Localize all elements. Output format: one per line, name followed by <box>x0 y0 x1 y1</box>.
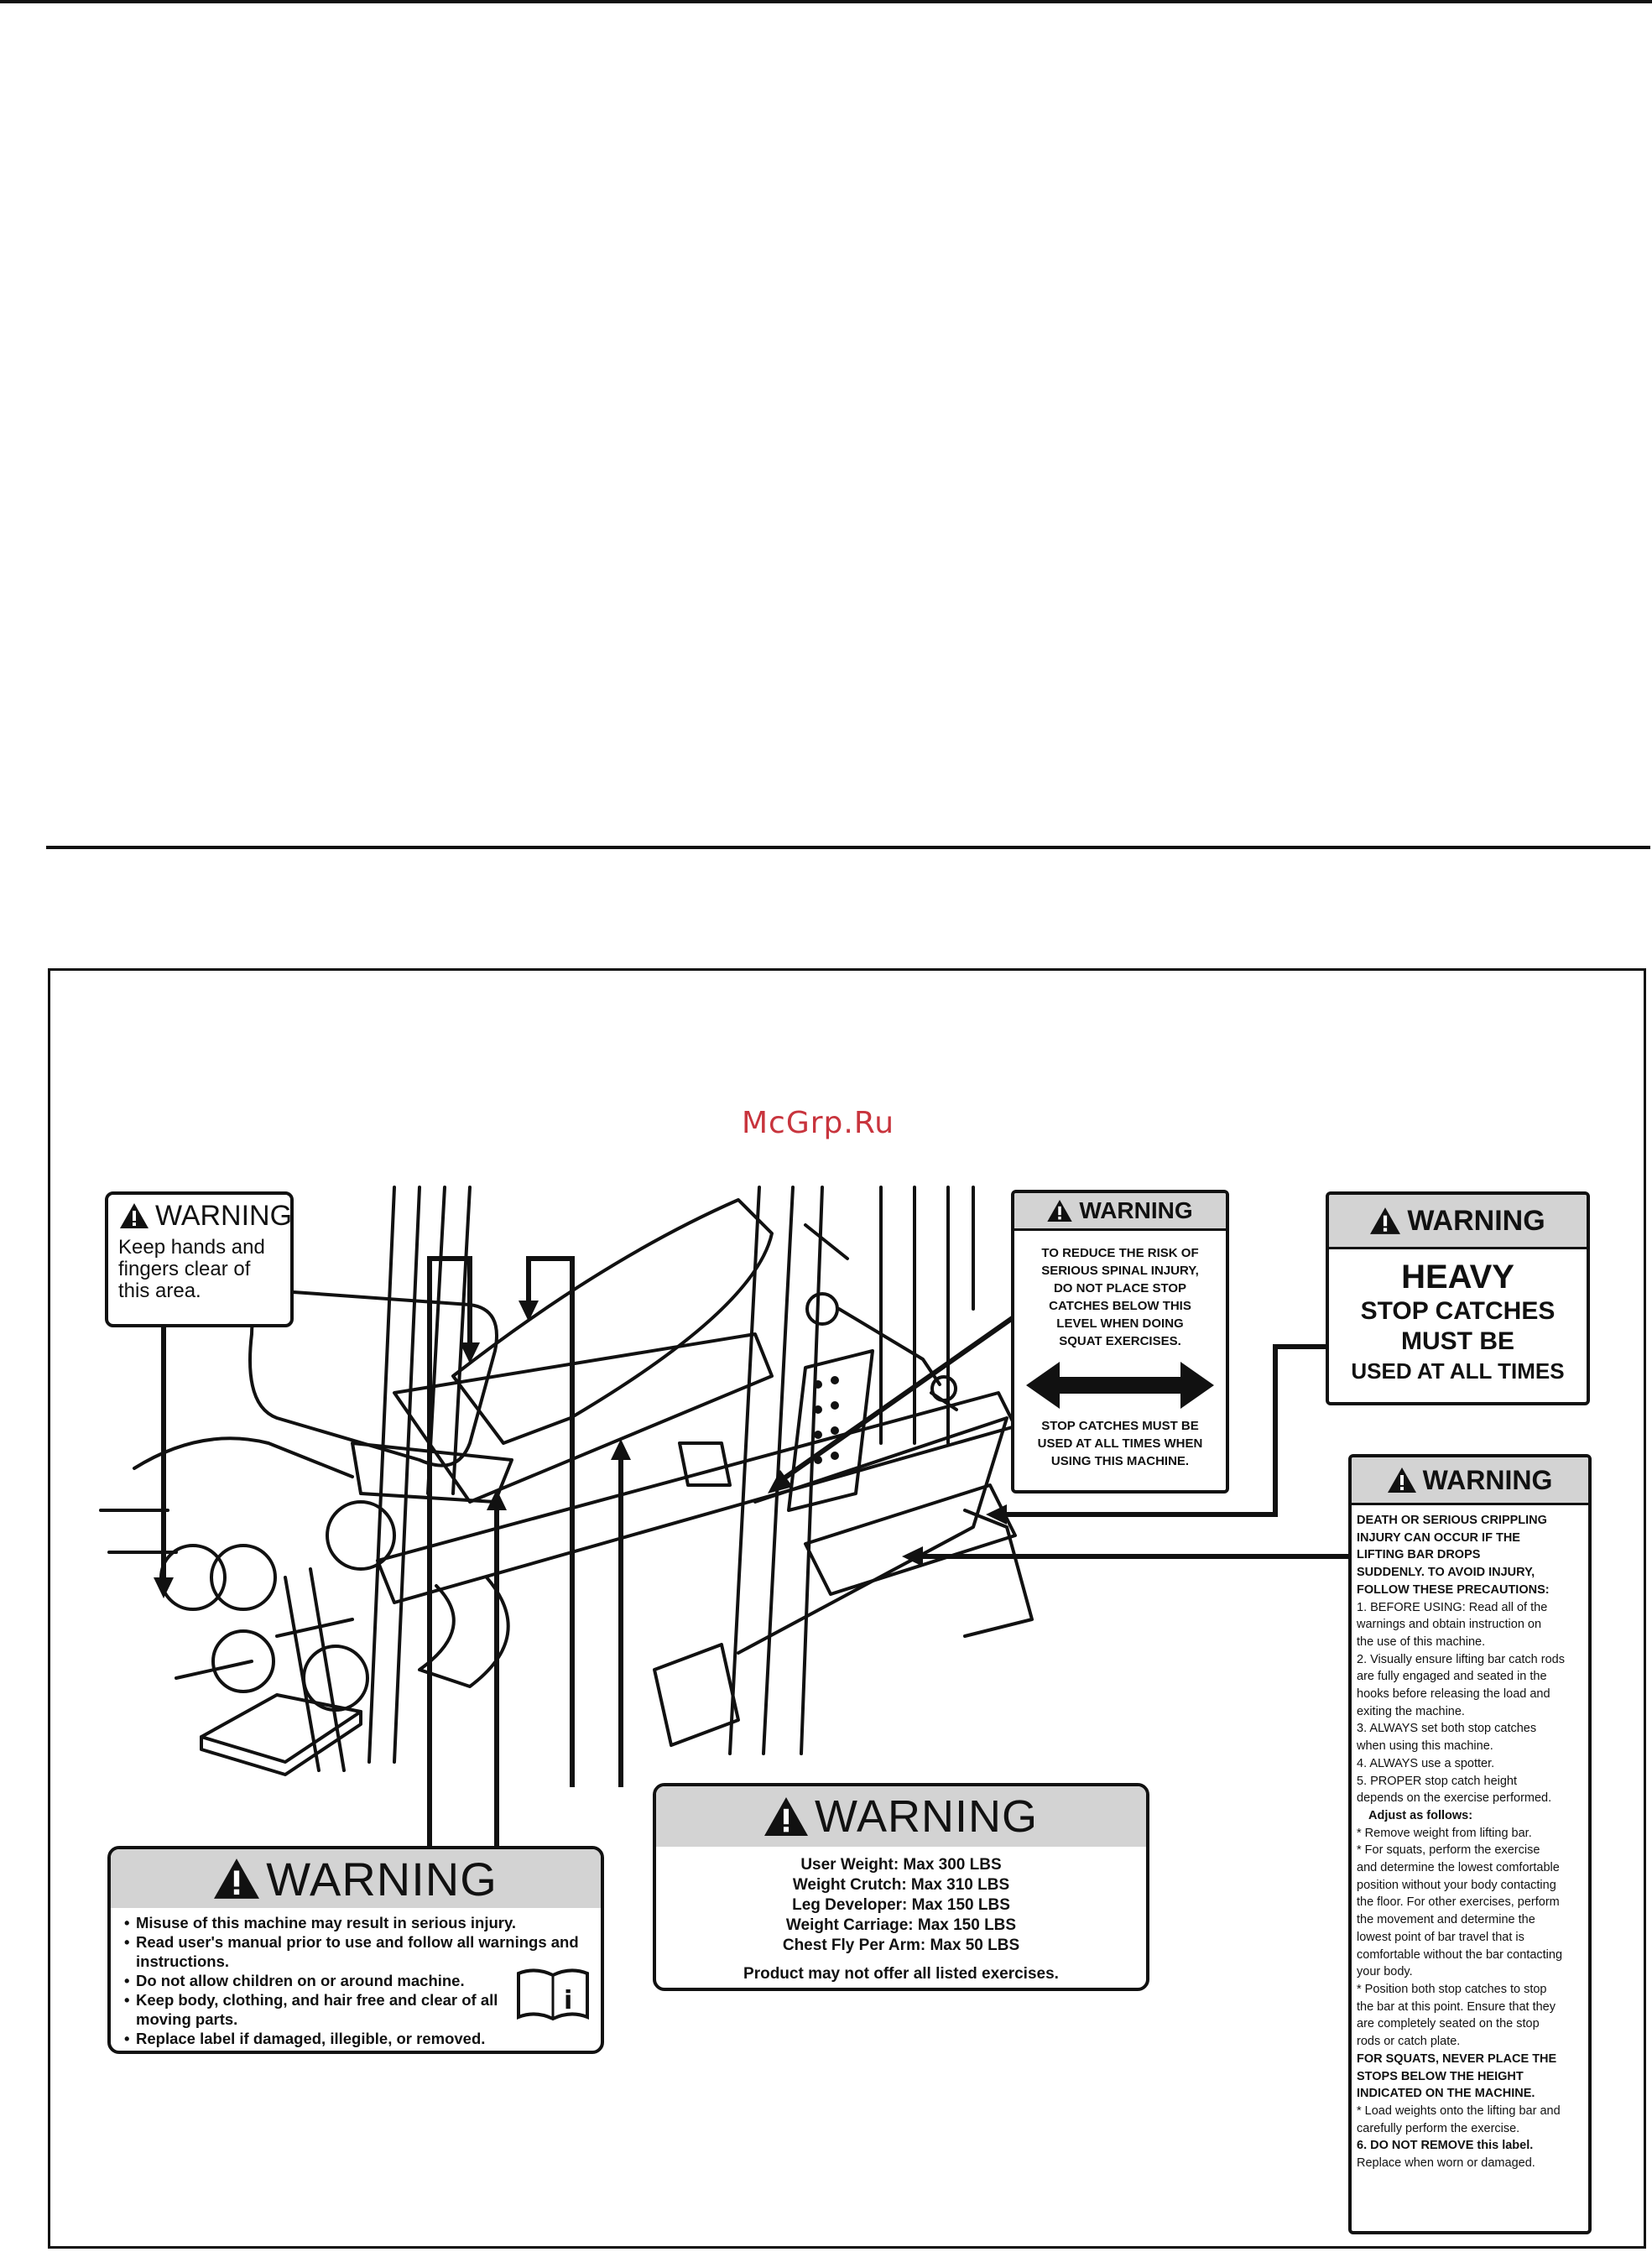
book-icon-letter: i <box>564 1986 572 2015</box>
label-line: Weight Carriage: Max 150 LBS <box>785 1916 1017 1934</box>
warning-triangle-icon <box>1047 1200 1073 1222</box>
warning-header: WARNING <box>108 1195 290 1237</box>
warning-triangle-icon <box>214 1858 260 1899</box>
label-footer: Product may not offer all listed exercis… <box>743 1965 1059 1983</box>
keep-hands-warning-label: WARNING Keep hands and fingers clear of … <box>105 1191 294 1327</box>
label-line: FOLLOW THESE PRECAUTIONS: <box>1357 1582 1550 1597</box>
label-line: your body. <box>1357 1965 1413 1979</box>
watermark: McGrp.Ru <box>742 1106 895 1140</box>
label-line: STOP CATCHES MUST BE <box>1041 1419 1199 1433</box>
warning-triangle-icon <box>764 1797 808 1836</box>
warning-heading: WARNING <box>815 1791 1038 1842</box>
label-line: SUDDENLY. TO AVOID INJURY, <box>1357 1566 1535 1580</box>
label-line: LIFTING BAR DROPS <box>1357 1548 1481 1562</box>
label-line: Replace when worn or damaged. <box>1357 2156 1535 2171</box>
label-line: 5. PROPER stop catch height <box>1357 1774 1518 1788</box>
warning-header: WARNING <box>1352 1457 1588 1505</box>
warning-heading: WARNING <box>155 1199 293 1232</box>
label-line: Keep hands and <box>118 1236 265 1259</box>
label-line: the floor. For other exercises, perform <box>1357 1895 1560 1910</box>
label-line: TO REDUCE THE RISK OF <box>1041 1246 1199 1260</box>
label-line: LEVEL WHEN DOING <box>1056 1316 1184 1331</box>
label-line: rods or catch plate. <box>1357 2035 1461 2049</box>
warning-header: WARNING <box>656 1786 1146 1847</box>
label-line: position without your body contacting <box>1357 1878 1556 1892</box>
weight-limits-warning-label: WARNING User Weight: Max 300 LBS Weight … <box>653 1783 1149 1991</box>
label-line: Chest Fly Per Arm: Max 50 LBS <box>782 1937 1020 1954</box>
warning-heading: WARNING <box>266 1852 498 1905</box>
label-line: 3. ALWAYS set both stop catches <box>1357 1722 1537 1736</box>
label-line: exiting the machine. <box>1357 1704 1465 1718</box>
label-line: the use of this machine. <box>1357 1634 1486 1649</box>
misuse-warning-label: WARNING Misuse of this machine may resul… <box>107 1846 604 2054</box>
list-item: Read user's manual prior to use and foll… <box>124 1932 589 1971</box>
spinal-injury-warning-label: WARNING TO REDUCE THE RISK OF SERIOUS SP… <box>1011 1190 1229 1494</box>
top-rule <box>0 0 1652 3</box>
warning-list: Misuse of this machine may result in ser… <box>122 1913 579 2048</box>
label-line: HEAVY <box>1401 1259 1514 1295</box>
label-line: STOPS BELOW THE HEIGHT <box>1357 2069 1524 2083</box>
label-line: when using this machine. <box>1357 1739 1493 1754</box>
warning-triangle-icon <box>1387 1467 1416 1493</box>
label-line: User Weight: Max 300 LBS <box>800 1856 1002 1874</box>
warning-triangle-icon <box>120 1203 149 1228</box>
label-line: INDICATED ON THE MACHINE. <box>1357 2087 1535 2101</box>
warning-triangle-icon <box>1370 1207 1401 1234</box>
label-line: this area. <box>118 1280 201 1302</box>
label-line: carefully perform the exercise. <box>1357 2121 1520 2135</box>
label-line: SERIOUS SPINAL INJURY, <box>1041 1264 1199 1278</box>
label-line: * Position both stop catches to stop <box>1357 1982 1547 1996</box>
warning-heading: WARNING <box>1407 1204 1545 1237</box>
label-line: Adjust as follows: <box>1368 1808 1473 1822</box>
list-item: Keep body, clothing, and hair free and c… <box>124 1990 517 2029</box>
label-line: SQUAT EXERCISES. <box>1059 1334 1181 1348</box>
label-line: hooks before releasing the load and <box>1357 1687 1550 1702</box>
warning-heading: WARNING <box>1079 1197 1193 1223</box>
double-arrow-icon <box>1014 1362 1226 1409</box>
label-line: comfortable without the bar contacting <box>1357 1947 1563 1962</box>
label-line: * For squats, perform the exercise <box>1357 1843 1540 1858</box>
label-line: 4. ALWAYS use a spotter. <box>1357 1756 1495 1770</box>
label-line: 6. DO NOT REMOVE this label. <box>1357 2139 1534 2153</box>
label-line: DEATH OR SERIOUS CRIPPLING <box>1357 1514 1547 1527</box>
label-line: STOP CATCHES <box>1360 1297 1556 1325</box>
warning-header: WARNING <box>1014 1193 1226 1231</box>
warning-header: WARNING <box>111 1849 601 1908</box>
label-line: depends on the exercise performed. <box>1357 1791 1552 1806</box>
label-line: MUST BE <box>1401 1327 1514 1355</box>
label-line: 2. Visually ensure lifting bar catch rod… <box>1357 1652 1565 1666</box>
label-line: 1. BEFORE USING: Read all of the <box>1357 1600 1548 1614</box>
list-item: Misuse of this machine may result in ser… <box>124 1913 517 1932</box>
label-line: are completely seated on the stop <box>1357 2017 1540 2031</box>
label-line: and determine the lowest comfortable <box>1357 1861 1560 1875</box>
label-line: FOR SQUATS, NEVER PLACE THE <box>1357 2051 1557 2066</box>
warning-header: WARNING <box>1329 1195 1587 1249</box>
label-line: Leg Developer: Max 150 LBS <box>792 1896 1010 1914</box>
label-line: USED AT ALL TIMES <box>1351 1358 1565 1384</box>
section-divider <box>46 846 1650 849</box>
label-line: fingers clear of <box>118 1258 251 1280</box>
list-item: Replace label if damaged, illegible, or … <box>124 2029 517 2048</box>
label-line: USING THIS MACHINE. <box>1050 1454 1190 1468</box>
label-line: the bar at this point. Ensure that they <box>1357 1999 1556 2014</box>
label-line: the movement and determine the <box>1357 1913 1535 1927</box>
label-line: * Remove weight from lifting bar. <box>1357 1826 1532 1840</box>
label-line: warnings and obtain instruction on <box>1357 1618 1542 1632</box>
label-line: USED AT ALL TIMES WHEN <box>1037 1436 1203 1451</box>
manual-book-icon: i <box>515 1967 591 2022</box>
label-line: INJURY CAN OCCUR IF THE <box>1357 1530 1520 1545</box>
stop-catches-warning-label: WARNING HEAVY STOP CATCHES MUST BE USED … <box>1326 1191 1590 1405</box>
label-line: * Load weights onto the lifting bar and <box>1357 2103 1561 2118</box>
label-line: DO NOT PLACE STOP <box>1053 1281 1187 1295</box>
crippling-injury-warning-label: WARNING DEATH OR SERIOUS CRIPPLING INJUR… <box>1348 1454 1592 2234</box>
warning-heading: WARNING <box>1422 1464 1553 1495</box>
label-line: CATCHES BELOW THIS <box>1049 1299 1191 1313</box>
label-diagram-frame <box>48 968 1646 2249</box>
label-line: are fully engaged and seated in the <box>1357 1670 1547 1684</box>
label-line: Weight Crutch: Max 310 LBS <box>792 1876 1010 1894</box>
label-line: lowest point of bar travel that is <box>1357 1930 1524 1944</box>
list-item: Do not allow children on or around machi… <box>124 1971 517 1990</box>
